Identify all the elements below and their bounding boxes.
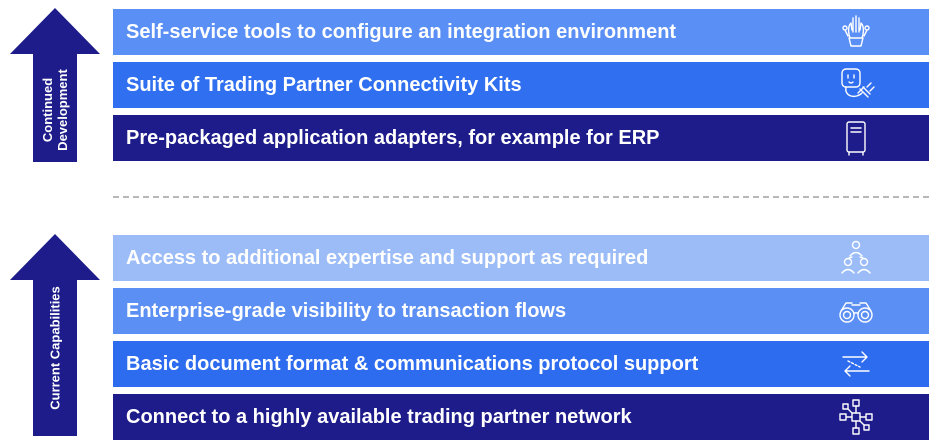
people-group-icon — [833, 235, 879, 281]
binoculars-icon — [833, 288, 879, 334]
section-divider — [113, 196, 929, 198]
continued-development-arrow — [10, 8, 100, 162]
bar-label: Access to additional expertise and suppo… — [126, 246, 649, 269]
bar-connectivity-kits: Suite of Trading Partner Connectivity Ki… — [113, 62, 929, 108]
plug-connector-icon — [833, 62, 879, 108]
bar-document-protocol-support: Basic document format & communications p… — [113, 341, 929, 387]
bar-label: Enterprise-grade visibility to transacti… — [126, 299, 567, 322]
tools-hand-icon — [833, 9, 879, 55]
continued-development-label: Continued Development — [40, 69, 70, 151]
bar-visibility-transaction-flows: Enterprise-grade visibility to transacti… — [113, 288, 929, 334]
bar-self-service-tools: Self-service tools to configure an integ… — [113, 9, 929, 55]
bar-application-adapters: Pre-packaged application adapters, for e… — [113, 115, 929, 161]
exchange-arrows-icon — [833, 341, 879, 387]
server-appliance-icon — [833, 115, 879, 161]
current-capabilities-arrow — [10, 234, 100, 436]
bar-label: Self-service tools to configure an integ… — [126, 20, 677, 43]
bar-label: Connect to a highly available trading pa… — [126, 405, 632, 428]
up-arrow-icon — [10, 234, 100, 436]
bar-label: Pre-packaged application adapters, for e… — [126, 126, 660, 149]
network-hub-icon — [833, 394, 879, 440]
bar-label: Basic document format & communications p… — [126, 352, 699, 375]
current-capabilities-label: Current Capabilities — [47, 286, 63, 410]
up-arrow-icon — [10, 8, 100, 162]
bar-label: Suite of Trading Partner Connectivity Ki… — [126, 73, 522, 96]
bar-additional-expertise: Access to additional expertise and suppo… — [113, 235, 929, 281]
bar-trading-partner-network: Connect to a highly available trading pa… — [113, 394, 929, 440]
